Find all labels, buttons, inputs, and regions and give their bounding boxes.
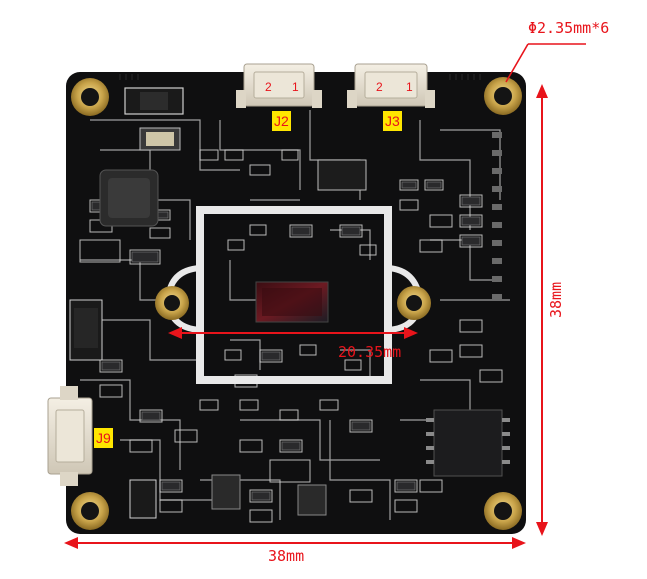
hole-spec-label: Φ2.35mm*6 [528, 19, 610, 37]
connector-j3 [347, 63, 435, 108]
connector-j2 [236, 63, 322, 108]
major-components [69, 87, 510, 519]
width-dimension-label: 38mm [268, 547, 305, 565]
connector-j9 [47, 386, 93, 486]
hole-spacing-label: 20.35mm [338, 343, 402, 361]
j2-pin-left: 2 [265, 80, 272, 94]
mounting-holes [71, 77, 522, 530]
height-dimension-label: 38mm [547, 281, 565, 318]
dimension-lines [64, 43, 586, 549]
j3-pin-right: 1 [406, 80, 413, 94]
pcb-traces [80, 110, 510, 520]
j3-pin-left: 2 [376, 80, 383, 94]
connector-j3-label: J3 [383, 111, 402, 131]
j2-pin-right: 1 [292, 80, 299, 94]
connector-j9-label: J9 [94, 428, 113, 448]
connector-j2-label: J2 [272, 111, 291, 131]
